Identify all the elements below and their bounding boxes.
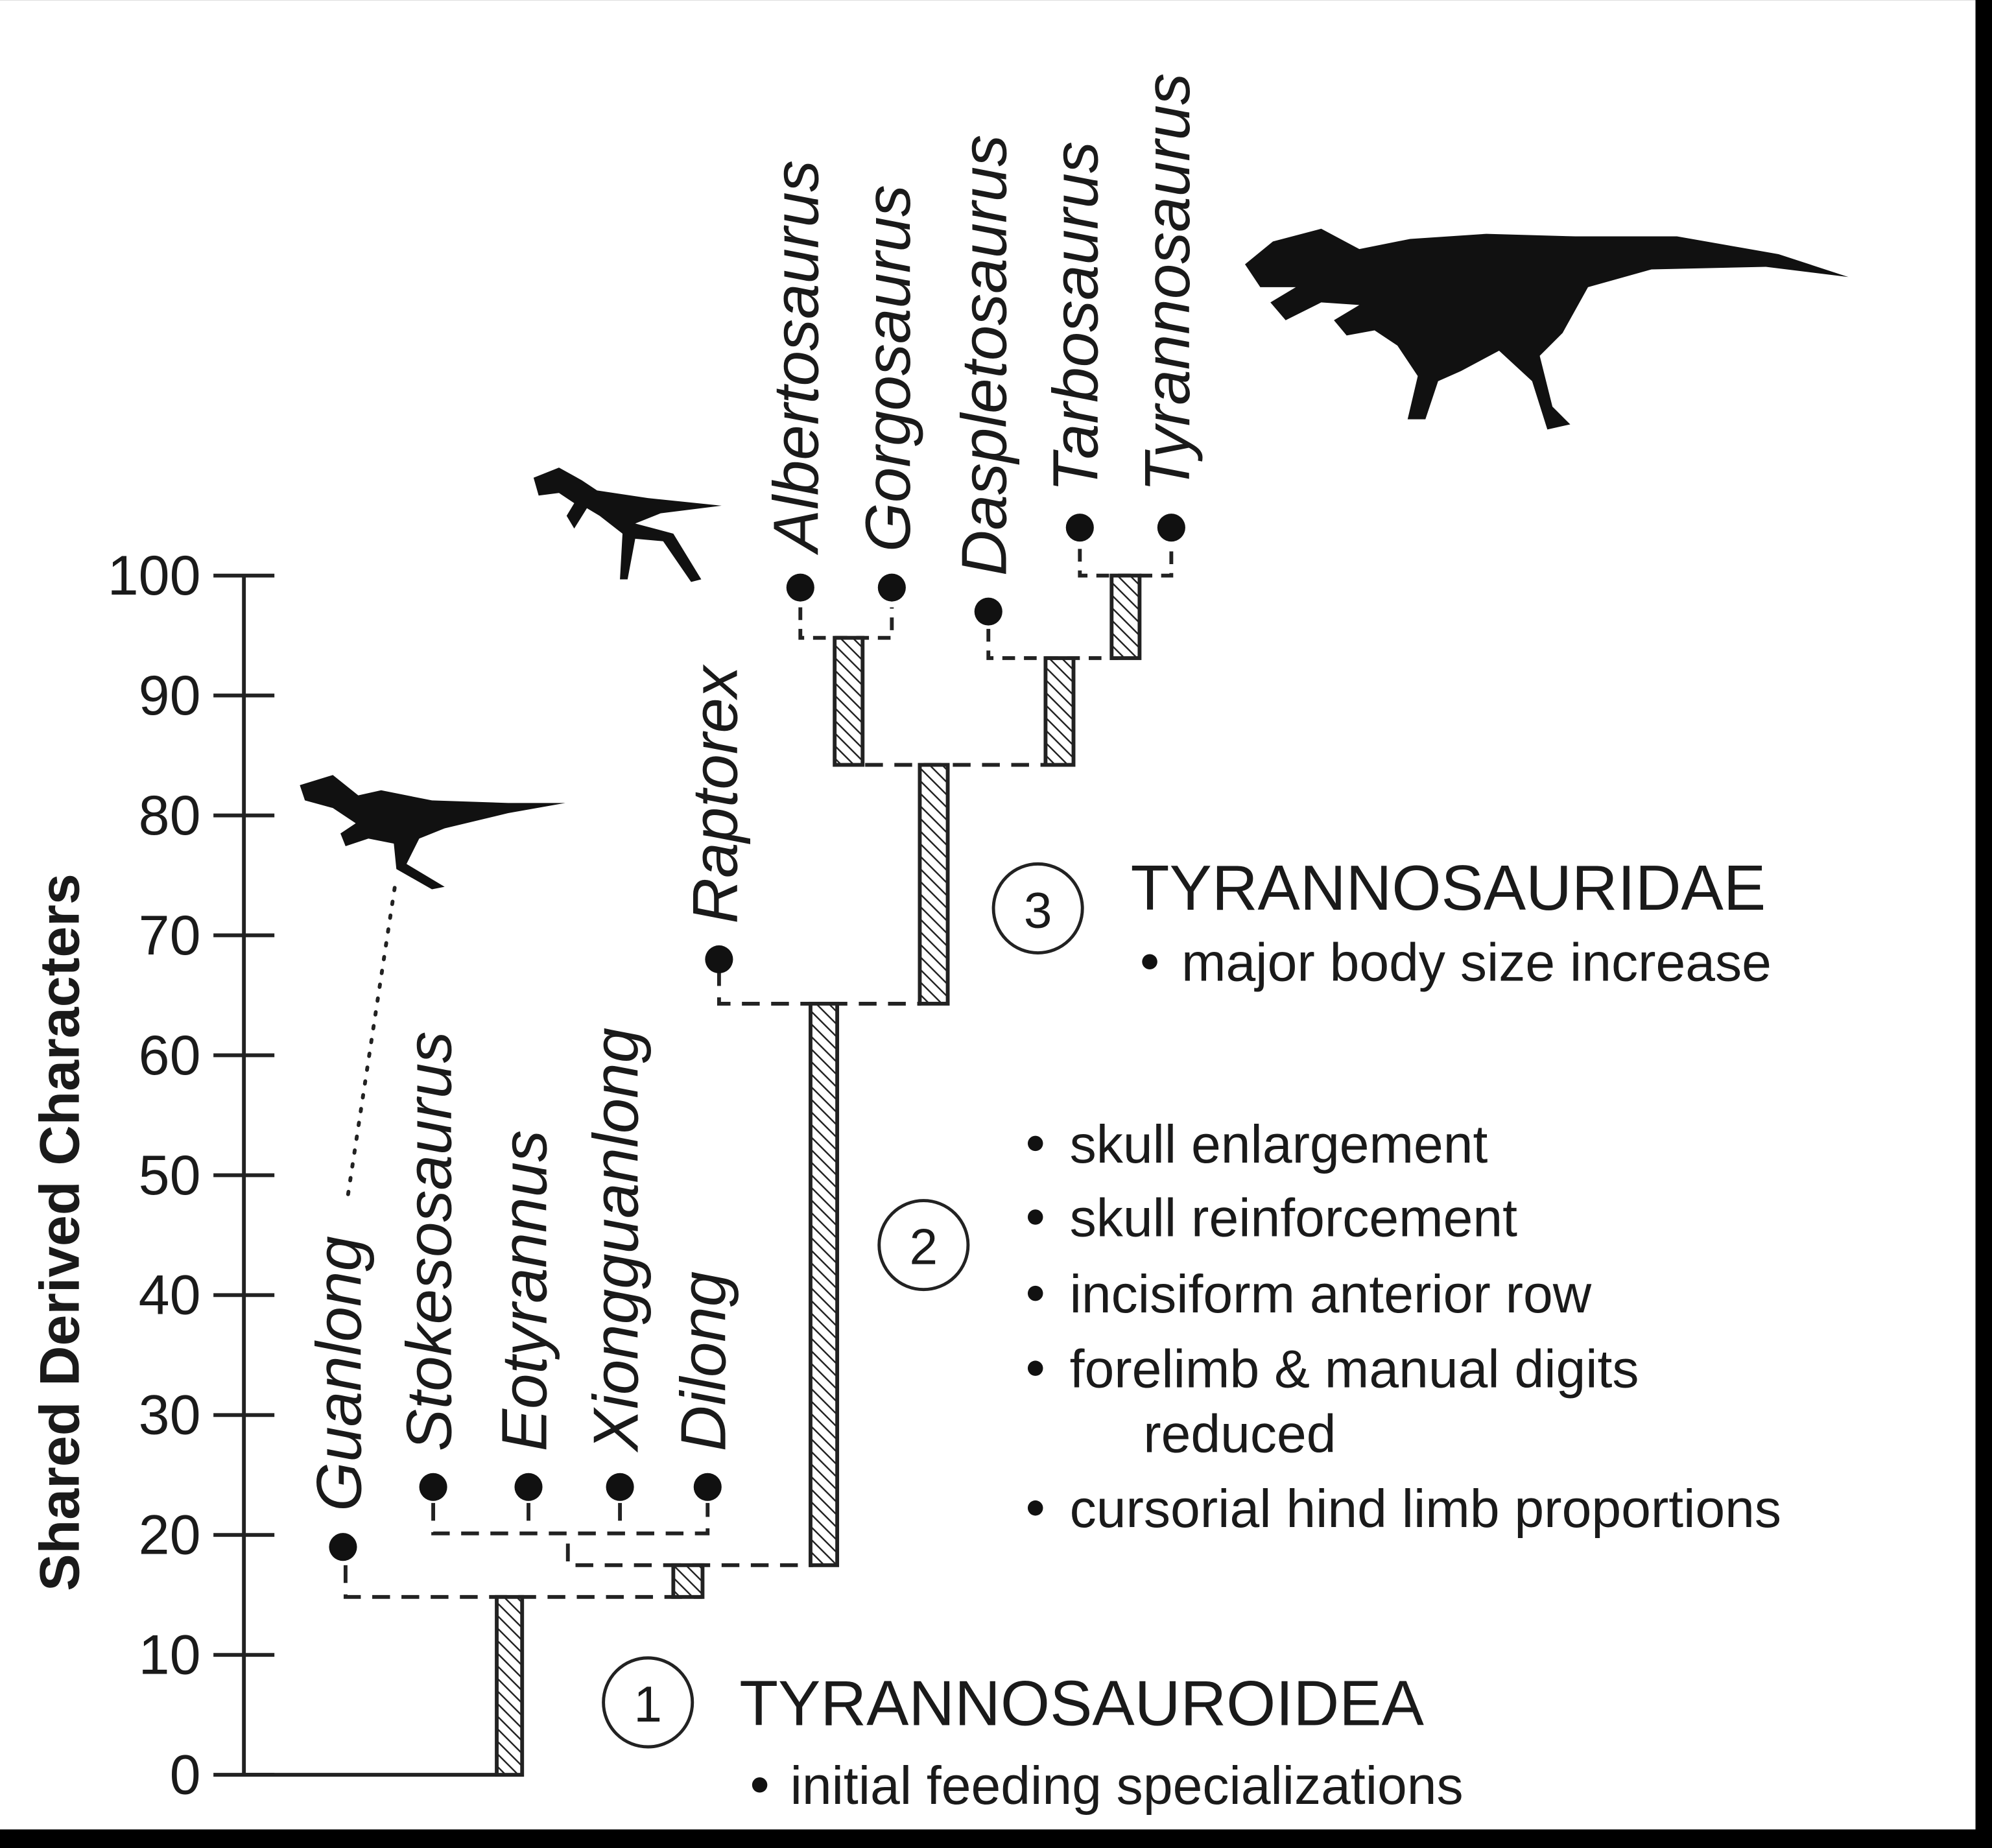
branch-node1-dashed: [343, 1565, 703, 1599]
y-tick-label: 40: [139, 1264, 201, 1327]
y-tick-label: 20: [139, 1504, 201, 1567]
bullet-icon: [1027, 1135, 1043, 1152]
y-tick-label: 70: [139, 905, 201, 967]
node2-annotation: 2 skull enlargement skull reinforcement …: [877, 1115, 1781, 1539]
tree-branches: [343, 549, 1174, 1777]
taxon-dot: [786, 573, 814, 602]
node1-annotation: 1 TYRANNOSAUROIDEA initial feeding speci…: [602, 1656, 1464, 1816]
branch-small-taxa-dashed: [431, 1502, 710, 1535]
bullet-icon: [1027, 1360, 1043, 1376]
node1-number: 1: [634, 1676, 662, 1733]
taxon-label: Gorgosaurus: [852, 185, 923, 552]
bar-small: [671, 1563, 705, 1599]
branch-raptorex-dashed: [717, 968, 921, 1006]
node1-title: TYRANNOSAUROIDEA: [739, 1668, 1424, 1739]
taxon-label: Tyrannosaurus: [1132, 73, 1203, 492]
node2-character: cursorial hind limb proportions: [1070, 1480, 1781, 1539]
bullet-icon: [752, 1777, 768, 1793]
y-tick-label: 60: [139, 1025, 201, 1087]
node2-number: 2: [910, 1218, 938, 1275]
taxon-dot: [514, 1473, 543, 1501]
y-tick-label: 0: [170, 1744, 201, 1807]
small-theropod-silhouette: [300, 775, 565, 890]
node3-circle: [991, 862, 1084, 954]
y-tick-label: 10: [139, 1624, 201, 1687]
bar-node1: [495, 1594, 525, 1777]
branch-node2-dashed: [565, 1543, 813, 1567]
taxon-dot: [693, 1473, 722, 1501]
taxon-label: Albertosaurus: [761, 160, 832, 555]
bullet-icon: [1142, 954, 1157, 969]
y-tick-label: 50: [139, 1144, 201, 1207]
node1-character: initial feeding specializations: [790, 1757, 1464, 1816]
taxon-dot: [329, 1533, 357, 1561]
tyrannosaurus-silhouette: [1245, 228, 1849, 430]
bar-node3: [918, 763, 950, 1006]
bullet-icon: [1027, 1285, 1043, 1301]
taxon-dot: [1065, 514, 1094, 542]
taxon-label: Raptorex: [679, 664, 750, 923]
taxon-label: Guanlong: [303, 1236, 374, 1511]
node3-character: major body size increase: [1181, 934, 1772, 993]
node3-annotation: 3 TYRANNOSAURIDAE major body size increa…: [991, 852, 1772, 993]
taxon-dot: [705, 945, 733, 974]
taxon-dot: [974, 597, 1002, 626]
bar-albertosaurinae: [833, 635, 865, 767]
y-tick-label: 80: [139, 785, 201, 847]
taxon-label: Daspletosaurus: [949, 135, 1020, 576]
y-tick-label: 30: [139, 1384, 201, 1447]
y-axis: 0 10 20 30 40 50 60 70 80 90 100 Shared Derived Ch…: [29, 545, 275, 1807]
y-axis-label: Shared Derived Characters: [29, 873, 91, 1591]
node1-circle: [602, 1656, 694, 1749]
raptorex-silhouette: [533, 468, 722, 582]
bullet-icon: [1027, 1209, 1043, 1225]
taxon-dot: [419, 1473, 447, 1501]
taxon-label: Stokesosaurus: [394, 1032, 465, 1452]
taxon-label: Dilong: [668, 1272, 739, 1452]
node2-character: reduced: [1143, 1404, 1336, 1463]
taxon-label: Eotyrannus: [488, 1130, 560, 1451]
bullet-icon: [1027, 1500, 1043, 1516]
y-tick-label: 90: [139, 665, 201, 727]
y-tick-label: 100: [108, 545, 201, 607]
node2-character: skull reinforcement: [1070, 1189, 1518, 1248]
silhouettes: [300, 228, 1849, 890]
node2-circle: [877, 1199, 970, 1292]
taxon-dot: [1157, 514, 1185, 542]
bar-daspletosaurus-node: [1043, 656, 1076, 767]
node2-character: forelimb & manual digits: [1070, 1340, 1639, 1399]
taxon-dot: [877, 573, 906, 602]
bar-tyrannosaurini: [1109, 573, 1142, 660]
taxon-label: Xiongguanlong: [580, 1028, 652, 1453]
taxon-dot: [606, 1473, 634, 1501]
node3-number: 3: [1024, 881, 1052, 938]
node2-character: incisiform anterior row: [1070, 1265, 1592, 1324]
taxon-label: Tarbosaurus: [1040, 141, 1111, 492]
guanlong-dotted-link: [346, 875, 399, 1196]
bar-node2: [809, 1001, 840, 1567]
node3-title: TYRANNOSAURIDAE: [1131, 852, 1766, 923]
node2-character: skull enlargement: [1070, 1115, 1488, 1174]
